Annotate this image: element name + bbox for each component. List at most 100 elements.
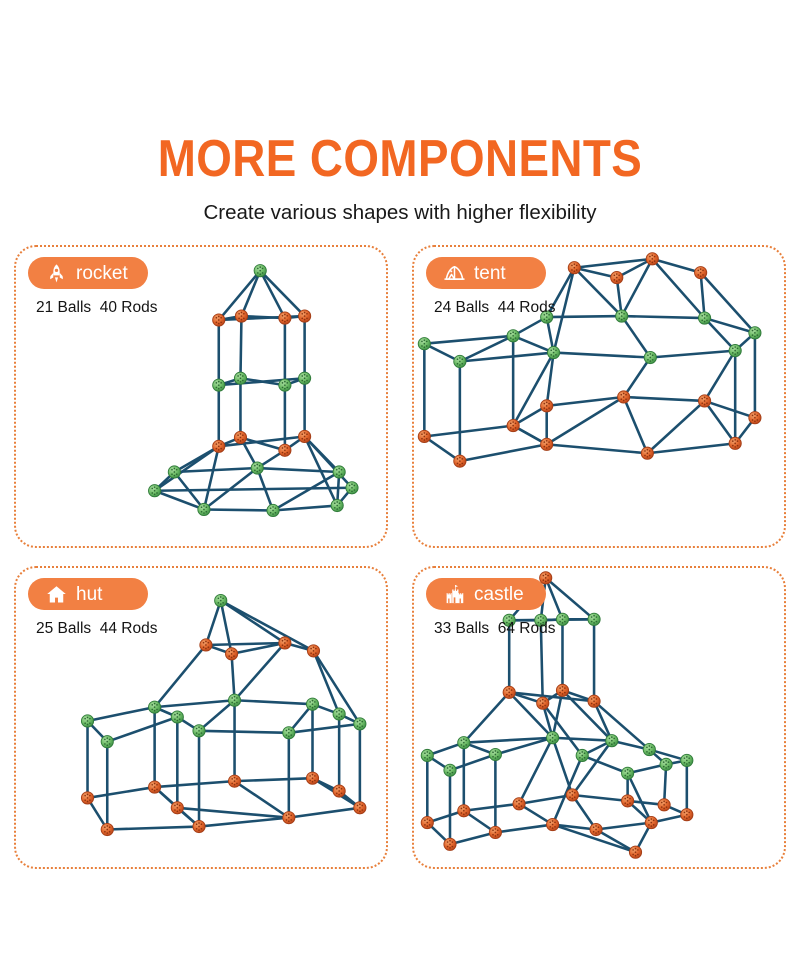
ball-dimple	[492, 751, 494, 754]
ball-dimple	[542, 621, 544, 624]
ball-dimple	[545, 443, 548, 446]
ball-dimple	[505, 693, 508, 696]
ball-dimple	[629, 774, 631, 777]
ball-dimple	[634, 851, 637, 854]
ball-dimple	[494, 835, 497, 837]
ball-dimple	[254, 469, 256, 472]
rod	[551, 754, 584, 826]
ball-dimple	[626, 768, 629, 771]
rod	[511, 334, 555, 354]
ball-dimple	[751, 419, 754, 421]
card-castle[interactable]: castle 33 Balls 64 Rods	[412, 566, 786, 869]
ball-dimple	[284, 320, 286, 323]
ball-dimple	[220, 382, 222, 384]
ball-dimple	[561, 618, 564, 621]
ball-dimple	[539, 700, 542, 702]
badge-hut: hut	[28, 578, 148, 610]
rod	[462, 691, 511, 744]
card-rocket[interactable]: rocket 21 Balls 40 Rods	[14, 245, 388, 548]
rod	[255, 466, 341, 474]
ball-dimple	[571, 797, 574, 800]
ball-dimple	[731, 444, 734, 447]
rocket-icon	[50, 263, 63, 283]
rod	[219, 599, 233, 656]
ball-dimple	[590, 616, 593, 618]
ball-dimple	[754, 332, 756, 334]
page-title: MORE COMPONENTS	[157, 130, 643, 188]
ball-dimple	[314, 701, 316, 703]
ball-dimple	[338, 793, 340, 796]
ball-dimple	[428, 819, 431, 822]
ball-dimple	[261, 272, 264, 274]
ball-dimple	[233, 780, 236, 782]
rod	[703, 399, 737, 445]
ball-dimple	[340, 792, 343, 795]
ball-dimple	[754, 328, 756, 331]
ball-dimple	[571, 269, 573, 271]
ball-dimple	[459, 364, 461, 366]
card-tent[interactable]: tent 24 Balls 44 Rods	[412, 245, 786, 548]
rod	[662, 763, 668, 807]
ball-dimple	[426, 758, 429, 760]
ball-dimple	[706, 314, 708, 317]
ball-dimple	[84, 794, 86, 797]
ball-dimple	[151, 788, 154, 791]
rod	[153, 486, 354, 493]
counts-castle: 33 Balls 64 Rods	[434, 620, 556, 637]
ball-dimple	[459, 357, 461, 359]
ball-dimple	[242, 434, 244, 437]
ball-dimple	[514, 332, 517, 335]
rod	[620, 314, 652, 359]
ball-dimple	[106, 832, 109, 834]
ball-dimple	[269, 511, 272, 514]
rod	[552, 351, 652, 359]
ball-dimple	[335, 473, 338, 476]
ball-dimple	[583, 752, 586, 755]
ball-dimple	[462, 813, 465, 816]
model-diagram-hut	[80, 594, 367, 837]
ball-dimple	[108, 738, 111, 741]
ball-dimple	[86, 716, 89, 719]
ball-dimple	[649, 255, 651, 258]
ball-dimple	[284, 645, 286, 648]
ball-dimple	[465, 812, 468, 814]
ball-dimple	[259, 273, 262, 276]
ball-dimple	[340, 473, 343, 476]
ball-dimple	[106, 744, 109, 747]
ball-dimple	[106, 737, 109, 739]
ball-dimple	[610, 743, 613, 746]
ball-dimple	[421, 345, 423, 347]
ball-dimple	[425, 437, 428, 440]
ball-dimple	[593, 703, 595, 706]
ball-dimple	[174, 809, 176, 811]
rod	[312, 649, 362, 726]
ball-dimple	[648, 745, 651, 747]
ball-dimple	[198, 825, 200, 828]
ball-dimple	[650, 818, 653, 820]
card-hut[interactable]: hut 25 Balls 44 Rods	[14, 566, 388, 869]
ball-dimple	[284, 452, 286, 455]
rod	[545, 266, 576, 319]
rod	[462, 736, 554, 744]
ball-dimple	[512, 421, 514, 423]
ball-dimple	[756, 414, 759, 417]
rod	[594, 821, 653, 831]
ball-dimple	[240, 315, 243, 317]
ball-dimple	[460, 739, 463, 742]
ball-dimple	[195, 732, 198, 734]
ball-dimple	[231, 778, 234, 780]
ball-dimple	[701, 397, 704, 400]
ball-dimple	[663, 803, 665, 806]
ball-dimple	[287, 728, 290, 731]
ball-dimple	[238, 317, 240, 320]
ball-dimple	[173, 471, 176, 473]
ball-dimple	[613, 279, 616, 281]
ball-dimple	[539, 619, 542, 622]
ball-dimple	[701, 314, 704, 317]
ball-dimple	[153, 702, 156, 705]
rod	[271, 504, 339, 512]
ball-dimple	[465, 807, 468, 810]
ball-dimple	[108, 830, 111, 833]
ball-dimple	[281, 382, 284, 384]
ball-dimple	[200, 823, 203, 826]
